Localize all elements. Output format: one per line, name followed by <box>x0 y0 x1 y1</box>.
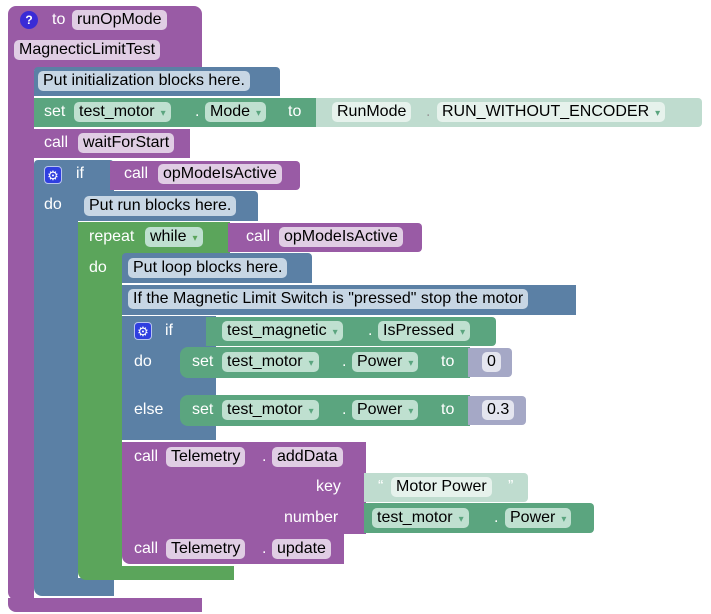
repeat-label: repeat <box>89 228 135 245</box>
repeat-do-label: do <box>89 259 107 276</box>
op-mode-active-func-2: opModeIsActive <box>279 227 403 247</box>
magnetic-device-dropdown[interactable]: test_magnetic <box>222 321 343 341</box>
repeat-bottom <box>78 566 234 580</box>
key-label: key <box>316 478 341 495</box>
power-property-dropdown[interactable]: Power <box>352 352 419 372</box>
power-device-dropdown[interactable]: test_motor <box>222 400 319 420</box>
number-value-0[interactable]: 0 <box>482 352 501 372</box>
power-device-dropdown[interactable]: test_motor <box>222 352 319 372</box>
call-label: call <box>134 540 159 557</box>
dot-separator: . <box>195 103 200 120</box>
repeat-mode-dropdown[interactable]: while <box>145 227 203 247</box>
dot-separator: . <box>342 353 347 370</box>
init-comment-text[interactable]: Put initialization blocks here. <box>38 71 250 91</box>
set-label: set <box>192 401 214 418</box>
is-pressed-dropdown[interactable]: IsPressed <box>378 321 471 341</box>
repeat-body-bar <box>78 280 122 570</box>
procedure-name-field-cont[interactable]: MagnecticLimitTest <box>14 40 161 60</box>
close-quote-icon: ” <box>508 478 514 495</box>
dot-separator: . <box>494 509 499 526</box>
run-comment-text[interactable]: Put run blocks here. <box>84 196 237 216</box>
outer-if-bottom <box>34 578 114 596</box>
add-data-method: addData <box>272 447 343 467</box>
outer-if-body-bar <box>34 218 78 582</box>
to-label: to <box>288 103 302 120</box>
to-label: to <box>441 353 455 370</box>
dot-separator: . <box>368 322 373 339</box>
outer-do-label: do <box>44 196 62 213</box>
number-device-dropdown[interactable]: test_motor <box>372 508 469 528</box>
set-label: set <box>44 103 66 120</box>
help-question-icon[interactable]: ? <box>20 11 38 29</box>
inner-if-gear-icon[interactable]: ⚙ <box>134 322 152 340</box>
outer-if-label: if <box>76 165 84 182</box>
outer-if-gear-icon[interactable]: ⚙ <box>44 166 62 184</box>
number-property-dropdown[interactable]: Power <box>505 508 572 528</box>
number-value-03[interactable]: 0.3 <box>482 400 515 420</box>
number-label: number <box>284 509 339 526</box>
loop-comment-text[interactable]: Put loop blocks here. <box>128 258 288 278</box>
set-mode-property-dropdown[interactable]: Mode <box>205 102 267 122</box>
inner-if-label: if <box>165 322 173 339</box>
power-property-dropdown[interactable]: Power <box>352 400 419 420</box>
telemetry-object: Telemetry <box>166 539 246 559</box>
dot-separator: . <box>262 448 267 465</box>
key-text-field[interactable]: Motor Power <box>391 477 492 497</box>
to-label: to <box>441 401 455 418</box>
run-mode-value-dropdown[interactable]: RUN_WITHOUT_ENCODER <box>437 102 666 122</box>
call-label: call <box>44 134 69 151</box>
open-quote-icon: “ <box>378 478 384 495</box>
dot-separator: . <box>426 103 431 120</box>
call-label: call <box>124 165 149 182</box>
set-mode-device-dropdown[interactable]: test_motor <box>74 102 171 122</box>
procedure-name-field[interactable]: runOpMode <box>72 10 167 30</box>
op-mode-active-func: opModeIsActive <box>158 164 282 184</box>
call-label: call <box>246 228 271 245</box>
run-mode-class-field: RunMode <box>332 102 412 122</box>
update-method: update <box>272 539 331 559</box>
inner-else-label: else <box>134 401 164 418</box>
telemetry-object: Telemetry <box>166 447 246 467</box>
procedure-to-label: to <box>52 11 66 28</box>
set-label: set <box>192 353 214 370</box>
dot-separator: . <box>262 540 267 557</box>
procedure-bottom-bar <box>8 598 202 612</box>
procedure-body-bar <box>8 60 34 600</box>
switch-comment-text[interactable]: If the Magnetic Limit Switch is "pressed… <box>128 289 529 309</box>
wait-for-start-func: waitForStart <box>78 133 175 153</box>
inner-do-label: do <box>134 353 152 370</box>
dot-separator: . <box>342 401 347 418</box>
call-label: call <box>134 448 159 465</box>
